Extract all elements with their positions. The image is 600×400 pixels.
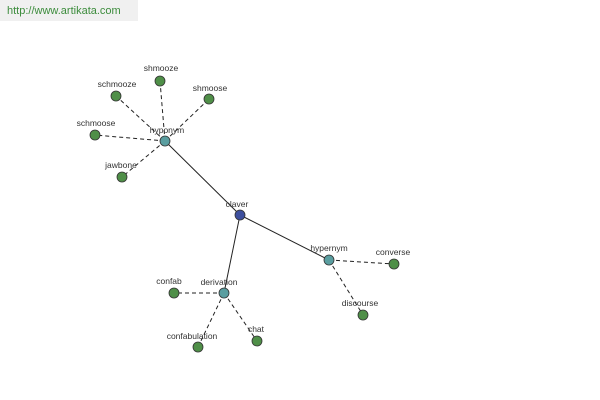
leaf-node-circle[interactable]: [89, 129, 101, 141]
leaf-node-converse[interactable]: converse: [376, 247, 411, 270]
leaf-node-circle[interactable]: [251, 335, 263, 347]
leaf-node-shmooze[interactable]: shmooze: [144, 63, 179, 87]
leaf-node-circle[interactable]: [357, 309, 369, 321]
leaf-node-circle[interactable]: [110, 90, 122, 102]
relation-node-derivation[interactable]: derivation: [201, 277, 238, 299]
leaf-node-chat[interactable]: chat: [248, 324, 265, 347]
edge-derivation-to-chat: [223, 292, 258, 342]
leaf-node-circle[interactable]: [168, 287, 180, 299]
relation-node-hypernym[interactable]: hypernym: [310, 243, 348, 266]
site-url[interactable]: http://www.artikata.com: [7, 5, 121, 17]
leaf-node-schmoose[interactable]: schmoose: [77, 118, 116, 141]
relation-node-label[interactable]: derivation: [201, 277, 238, 287]
leaf-node-label[interactable]: shmoose: [193, 83, 228, 93]
leaf-node-confab[interactable]: confab: [156, 276, 182, 299]
edge-center-to-derivation: [223, 214, 241, 294]
relation-node-circle[interactable]: [159, 135, 171, 147]
edge-center-to-hypernym: [239, 214, 330, 261]
edge-hypernym-to-converse: [328, 259, 395, 265]
leaf-node-jawbone[interactable]: jawbone: [104, 160, 137, 183]
url-banner: http://www.artikata.com: [0, 0, 138, 21]
edge-hyponym-to-shmooze: [159, 80, 166, 142]
leaf-node-schmooze[interactable]: schmooze: [98, 79, 137, 102]
relation-node-label[interactable]: hypernym: [310, 243, 347, 253]
center-node-claver[interactable]: claver: [226, 199, 249, 221]
leaf-node-label[interactable]: schmoose: [77, 118, 116, 128]
leaf-node-label[interactable]: chat: [248, 324, 265, 334]
leaf-node-circle[interactable]: [388, 258, 400, 270]
leaf-node-circle[interactable]: [203, 93, 215, 105]
center-node-label[interactable]: claver: [226, 199, 249, 209]
relation-node-circle[interactable]: [218, 287, 230, 299]
leaf-node-label[interactable]: confabulation: [167, 331, 218, 341]
edge-hypernym-to-discourse: [328, 259, 364, 316]
graph-edges: [94, 80, 395, 348]
leaf-node-circle[interactable]: [192, 341, 204, 353]
edge-hyponym-to-shmoose: [164, 98, 210, 142]
edge-derivation-to-confabulation: [197, 292, 225, 348]
relation-node-hyponym[interactable]: hyponym: [150, 125, 185, 147]
edge-hyponym-to-schmoose: [94, 134, 166, 142]
leaf-node-discourse[interactable]: discourse: [342, 298, 379, 321]
leaf-node-shmoose[interactable]: shmoose: [193, 83, 228, 105]
graph-nodes: schmooze shmooze shmoose schmoose jawbone con…: [77, 63, 411, 353]
leaf-node-label[interactable]: discourse: [342, 298, 379, 308]
leaf-node-label[interactable]: jawbone: [104, 160, 137, 170]
leaf-node-label[interactable]: converse: [376, 247, 411, 257]
leaf-node-circle[interactable]: [154, 75, 166, 87]
edge-hyponym-to-jawbone: [121, 140, 166, 178]
leaf-node-label[interactable]: confab: [156, 276, 182, 286]
edge-center-to-hyponym: [164, 140, 241, 216]
leaf-node-circle[interactable]: [116, 171, 128, 183]
center-node-circle[interactable]: [234, 209, 246, 221]
relation-node-label[interactable]: hyponym: [150, 125, 185, 135]
leaf-node-label[interactable]: shmooze: [144, 63, 179, 73]
leaf-node-confabulation[interactable]: confabulation: [167, 331, 218, 353]
relation-node-circle[interactable]: [323, 254, 335, 266]
leaf-node-label[interactable]: schmooze: [98, 79, 137, 89]
